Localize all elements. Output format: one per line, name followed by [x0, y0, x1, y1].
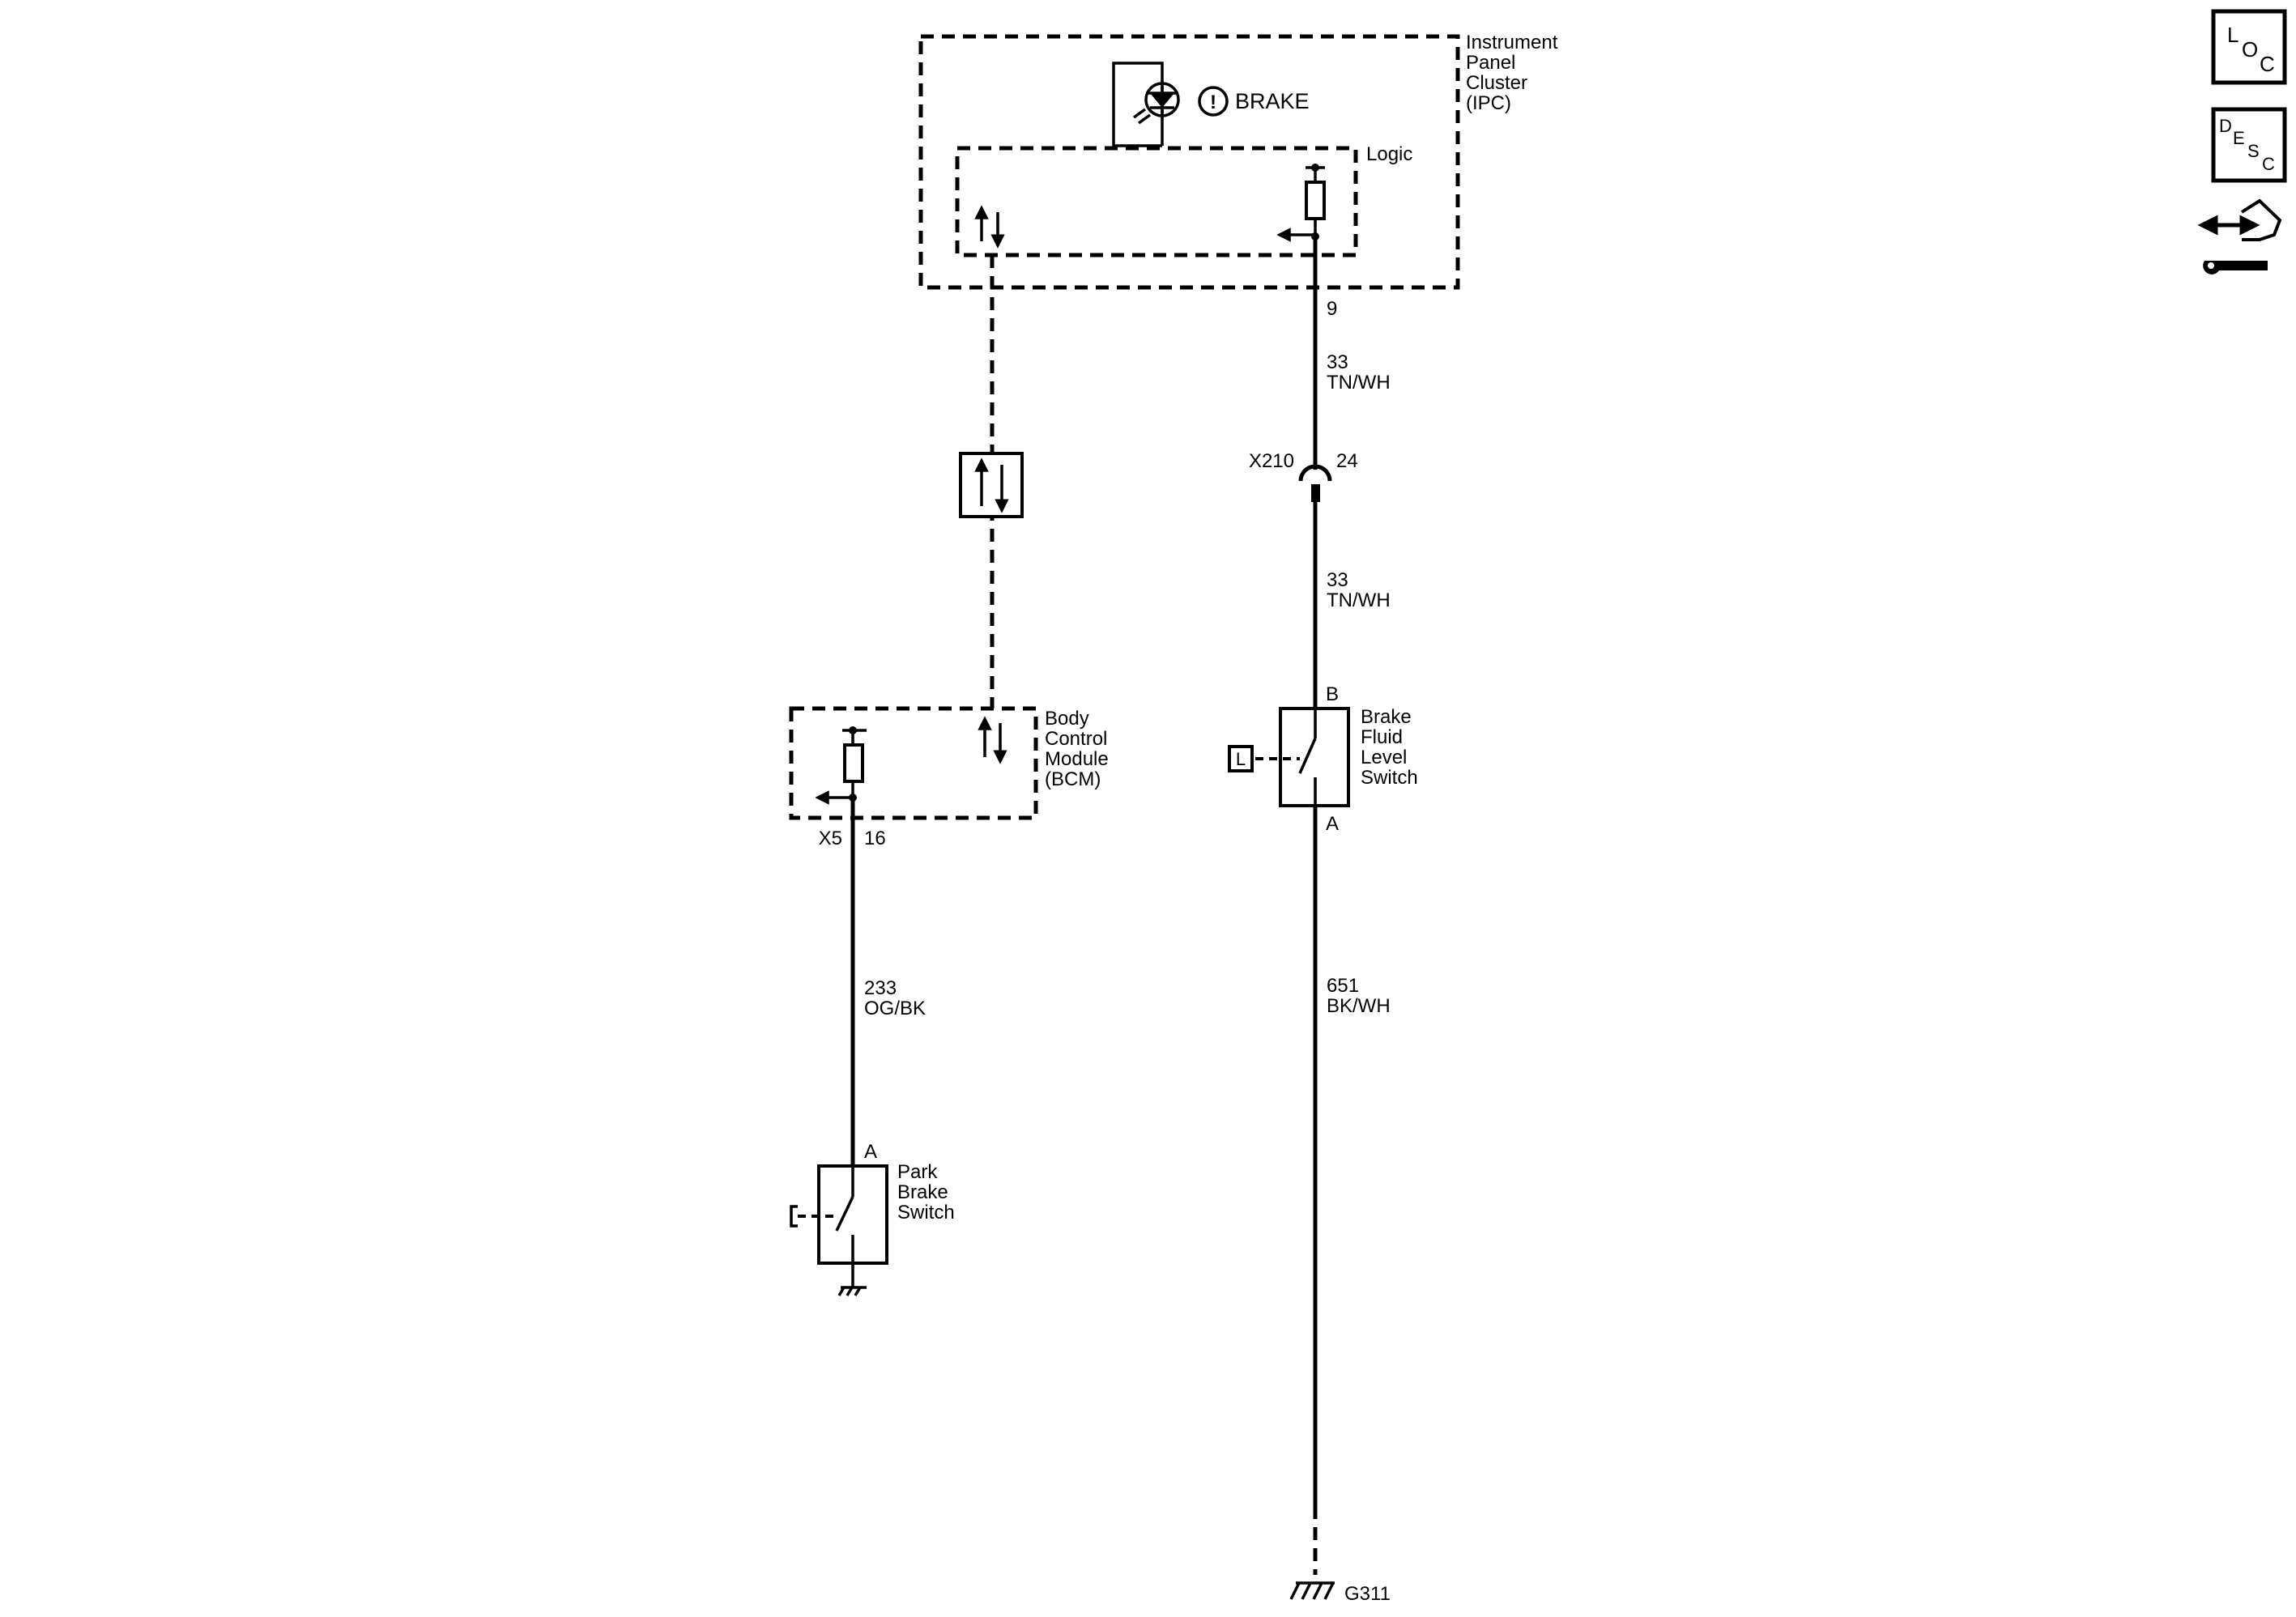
wire-park-color: OG/BK [864, 998, 926, 1019]
desc-icon[interactable]: D E S C [2211, 107, 2287, 183]
ipc-name-line-2: Panel [1466, 52, 1515, 74]
park-switch-name-2: Brake [897, 1181, 948, 1203]
connector-x210-name: X210 [1249, 450, 1294, 472]
bcm-pin-label: 16 [864, 828, 886, 849]
park-switch-ground-icon [837, 1286, 867, 1296]
wire-ipc-x210-color: TN/WH [1327, 372, 1391, 394]
connector-x210-pin: 24 [1336, 450, 1358, 472]
ground-g311-icon [1289, 1581, 1335, 1600]
desc-letter-3: S [2247, 141, 2260, 161]
wire-x210-switch-circuit: 33 [1327, 569, 1348, 591]
wire-ipc-x210-circuit: 33 [1327, 351, 1348, 373]
desc-letter-1: D [2219, 116, 2232, 136]
svg-text:!: ! [1210, 91, 1216, 113]
connector-repair-icon[interactable] [2197, 198, 2282, 274]
ipc-name-line-3: Cluster [1466, 72, 1527, 94]
ground-g311-label: G311 [1344, 1583, 1391, 1605]
park-switch-pin: A [864, 1141, 877, 1163]
bcm-name-line-3: Module [1045, 748, 1109, 770]
park-switch-name-3: Switch [897, 1202, 955, 1223]
brake-fluid-level-switch: L [1228, 707, 1350, 807]
brake-warning-symbol-icon: ! [1198, 86, 1229, 117]
loc-letter-2: O [2242, 37, 2258, 62]
brake-fluid-switch-name-2: Fluid [1361, 726, 1403, 748]
loc-letter-1: L [2227, 23, 2238, 47]
ipc-input-circuit [1276, 164, 1326, 242]
ipc-boundary [918, 34, 1460, 290]
brake-fluid-switch-name-4: Switch [1361, 767, 1418, 789]
wire-ground-circuit: 651 [1327, 975, 1359, 997]
connector-x210-icon [1298, 464, 1332, 502]
brake-fluid-switch-name-3: Level [1361, 747, 1407, 768]
ipc-module: Instrument Panel Cluster (IPC) ! BRAKE L… [918, 32, 1558, 290]
wire-park-circuit: 233 [864, 977, 897, 999]
brake-fluid-switch-name-1: Brake [1361, 706, 1412, 728]
logic-label: Logic [1366, 143, 1412, 165]
bcm-name-line-4: (BCM) [1045, 768, 1101, 790]
park-switch-name-1: Park [897, 1161, 938, 1183]
serial-data-symbol-icon [959, 452, 1024, 518]
bcm-module [789, 706, 1038, 820]
brake-lamp-label: BRAKE [1235, 89, 1310, 113]
level-sensor-symbol: L [1236, 749, 1246, 769]
desc-letter-4: C [2262, 154, 2275, 174]
wire-x210-switch-color: TN/WH [1327, 589, 1391, 611]
brake-lamp-icon [1112, 62, 1180, 147]
bcm-name-line-2: Control [1045, 728, 1107, 750]
loc-letter-3: C [2260, 52, 2275, 76]
bcm-input-circuit [815, 726, 867, 805]
loc-icon[interactable]: L O C [2211, 9, 2287, 85]
bcm-name-line-1: Body [1045, 708, 1089, 730]
desc-letter-2: E [2233, 128, 2245, 148]
ipc-name-line-4: (IPC) [1466, 92, 1511, 114]
wire-ground-color: BK/WH [1327, 995, 1391, 1017]
brake-fluid-switch-pin-b: B [1326, 683, 1339, 705]
logic-boundary [955, 146, 1358, 257]
park-brake-switch [790, 1164, 888, 1287]
bcm-serial-data-arrows-icon [978, 716, 1007, 764]
bcm-connector-label: X5 [819, 828, 842, 849]
brake-fluid-switch-pin-a: A [1326, 813, 1339, 835]
ipc-name-line-1: Instrument [1466, 32, 1558, 53]
bcm-boundary [789, 706, 1038, 820]
ipc-pin-label: 9 [1327, 298, 1337, 320]
serial-data-arrows-icon [974, 205, 1005, 249]
